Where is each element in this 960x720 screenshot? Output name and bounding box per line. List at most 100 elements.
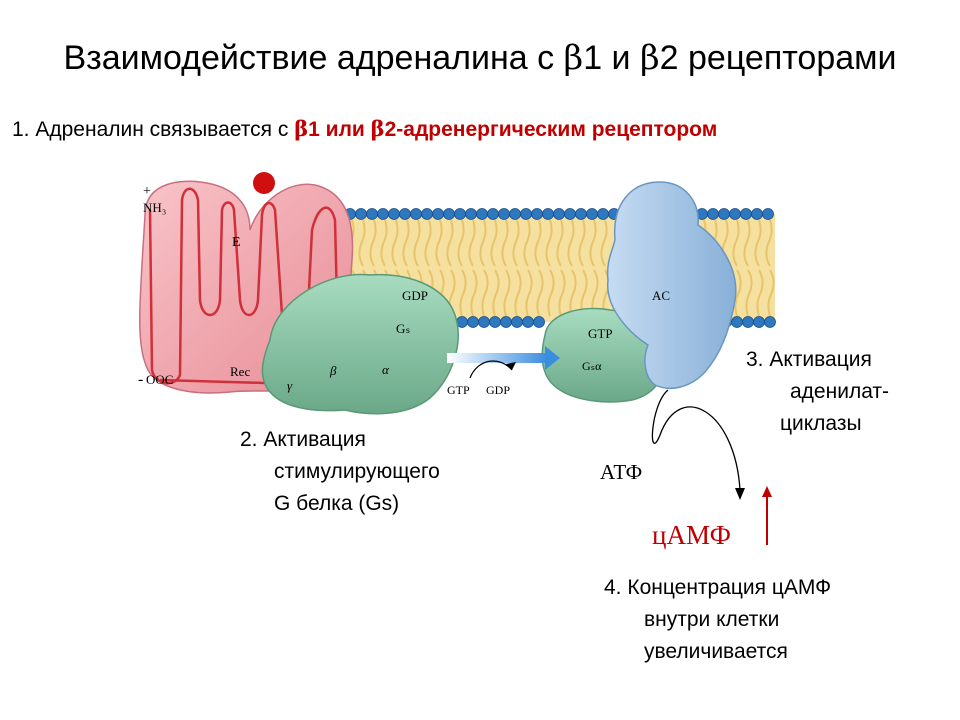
beta-symbol: β bbox=[370, 116, 385, 141]
lipid-head bbox=[564, 208, 576, 220]
gdp-label: GDP bbox=[402, 288, 428, 303]
lipid-tail bbox=[424, 219, 432, 267]
lipid-tail bbox=[589, 219, 597, 267]
lipid-tail bbox=[745, 269, 753, 317]
camp-label: цАМФ bbox=[652, 520, 731, 550]
gtp-exchange-label: GTP bbox=[447, 383, 470, 397]
lipid-tail bbox=[756, 269, 764, 317]
ooc-label: OOC bbox=[146, 372, 173, 387]
membrane-beads-top bbox=[344, 208, 774, 220]
title-text-b: 1 и bbox=[583, 39, 640, 77]
lipid-tail bbox=[470, 269, 478, 317]
lipid-head bbox=[586, 208, 598, 220]
lipid-head bbox=[500, 316, 512, 328]
lipid-head bbox=[531, 208, 543, 220]
lipid-head bbox=[751, 208, 763, 220]
lipid-tail bbox=[536, 269, 544, 317]
lipid-tail bbox=[734, 269, 742, 317]
lipid-tail bbox=[556, 219, 564, 267]
lipid-tail bbox=[558, 269, 566, 317]
lipid-head bbox=[764, 316, 776, 328]
beta-symbol: β bbox=[563, 38, 584, 78]
alpha-subunit-label: α bbox=[382, 362, 390, 377]
lipid-head bbox=[410, 208, 422, 220]
lipid-tail bbox=[481, 269, 489, 317]
step-4-line-1: 4. Концентрация цАМФ bbox=[604, 576, 832, 599]
lipid-head bbox=[753, 316, 765, 328]
lipid-tail bbox=[358, 219, 366, 267]
lipid-head bbox=[399, 208, 411, 220]
atp-label: АТФ bbox=[600, 460, 642, 484]
plus-sign: + bbox=[143, 184, 151, 199]
lipid-head bbox=[498, 208, 510, 220]
lipid-head bbox=[740, 208, 752, 220]
lipid-head bbox=[762, 208, 774, 220]
activation-arrow bbox=[447, 346, 560, 370]
page-title: Взаимодействие адреналина с β1 и β2 реце… bbox=[0, 38, 960, 78]
lipid-head bbox=[467, 316, 479, 328]
step-3-line-2: аденилат- bbox=[790, 380, 890, 403]
lipid-tail bbox=[490, 219, 498, 267]
lipid-head bbox=[377, 208, 389, 220]
lipid-tail bbox=[578, 219, 586, 267]
lipid-head bbox=[454, 208, 466, 220]
lipid-tail bbox=[459, 269, 467, 317]
lipid-head bbox=[421, 208, 433, 220]
lipid-head bbox=[355, 208, 367, 220]
lipid-tail bbox=[492, 269, 500, 317]
title-text-c: 2 рецепторами bbox=[659, 39, 897, 77]
beta-symbol: β bbox=[294, 116, 309, 141]
lipid-head bbox=[388, 208, 400, 220]
beta-symbol: β bbox=[640, 38, 660, 78]
lipid-head bbox=[509, 208, 521, 220]
lipid-head bbox=[443, 208, 455, 220]
step-2-caption: 2. Активация стимулирующего G белка (Gs) bbox=[240, 424, 440, 520]
step-3-line-3: циклазы bbox=[780, 412, 862, 435]
lipid-tail bbox=[479, 219, 487, 267]
lipid-head bbox=[718, 208, 730, 220]
lipid-tail bbox=[457, 219, 465, 267]
lipid-head bbox=[707, 208, 719, 220]
step-1-red-a: 1 или bbox=[308, 118, 371, 141]
lipid-head bbox=[533, 316, 545, 328]
step-1-prefix: 1. Адреналин связывается с bbox=[12, 118, 295, 141]
rec-label: Rec bbox=[230, 364, 250, 379]
lipid-tail bbox=[534, 219, 542, 267]
lipid-tail bbox=[600, 219, 608, 267]
lipid-head bbox=[553, 208, 565, 220]
lipid-head bbox=[465, 208, 477, 220]
adrenaline-ligand bbox=[253, 172, 275, 194]
exchange-arrowhead bbox=[506, 362, 516, 370]
lipid-tail bbox=[767, 269, 775, 317]
increase-arrowhead bbox=[762, 486, 772, 497]
step-4-caption: 4. Концентрация цАМФ внутри клетки увели… bbox=[604, 572, 831, 668]
gtp-gdp-exchange-arrow bbox=[469, 360, 513, 379]
ac-label: AC bbox=[652, 288, 670, 303]
adenylyl-cyclase bbox=[606, 181, 737, 389]
minus-sign: - bbox=[138, 371, 143, 388]
gs-label: Gₛ bbox=[396, 321, 410, 336]
lipid-tail bbox=[525, 269, 533, 317]
lipid-tail bbox=[391, 219, 399, 267]
lipid-head bbox=[432, 208, 444, 220]
step-2-line-1: 2. Активация bbox=[240, 428, 366, 451]
step-2-line-3: G белка (Gs) bbox=[274, 492, 400, 515]
lipid-tail bbox=[545, 219, 553, 267]
step-1-red-b: 2-адренергическим рецептором bbox=[384, 118, 718, 141]
lipid-tail bbox=[380, 219, 388, 267]
lipid-tail bbox=[754, 219, 762, 267]
gs-protein-complex bbox=[261, 273, 459, 415]
lipid-tail bbox=[468, 219, 476, 267]
lipid-head bbox=[729, 208, 741, 220]
lipid-head bbox=[522, 316, 534, 328]
lipid-head bbox=[487, 208, 499, 220]
lipid-head bbox=[478, 316, 490, 328]
e-label: E bbox=[232, 235, 241, 250]
beta-subunit-label: β bbox=[329, 363, 337, 378]
lipid-tail bbox=[501, 219, 509, 267]
step-4-line-3: увеличивается bbox=[644, 640, 788, 663]
atp-arrowhead bbox=[735, 488, 745, 500]
lipid-tail bbox=[512, 219, 520, 267]
lipid-head bbox=[366, 208, 378, 220]
step-3-caption: 3. Активация аденилат- циклазы bbox=[746, 344, 889, 440]
